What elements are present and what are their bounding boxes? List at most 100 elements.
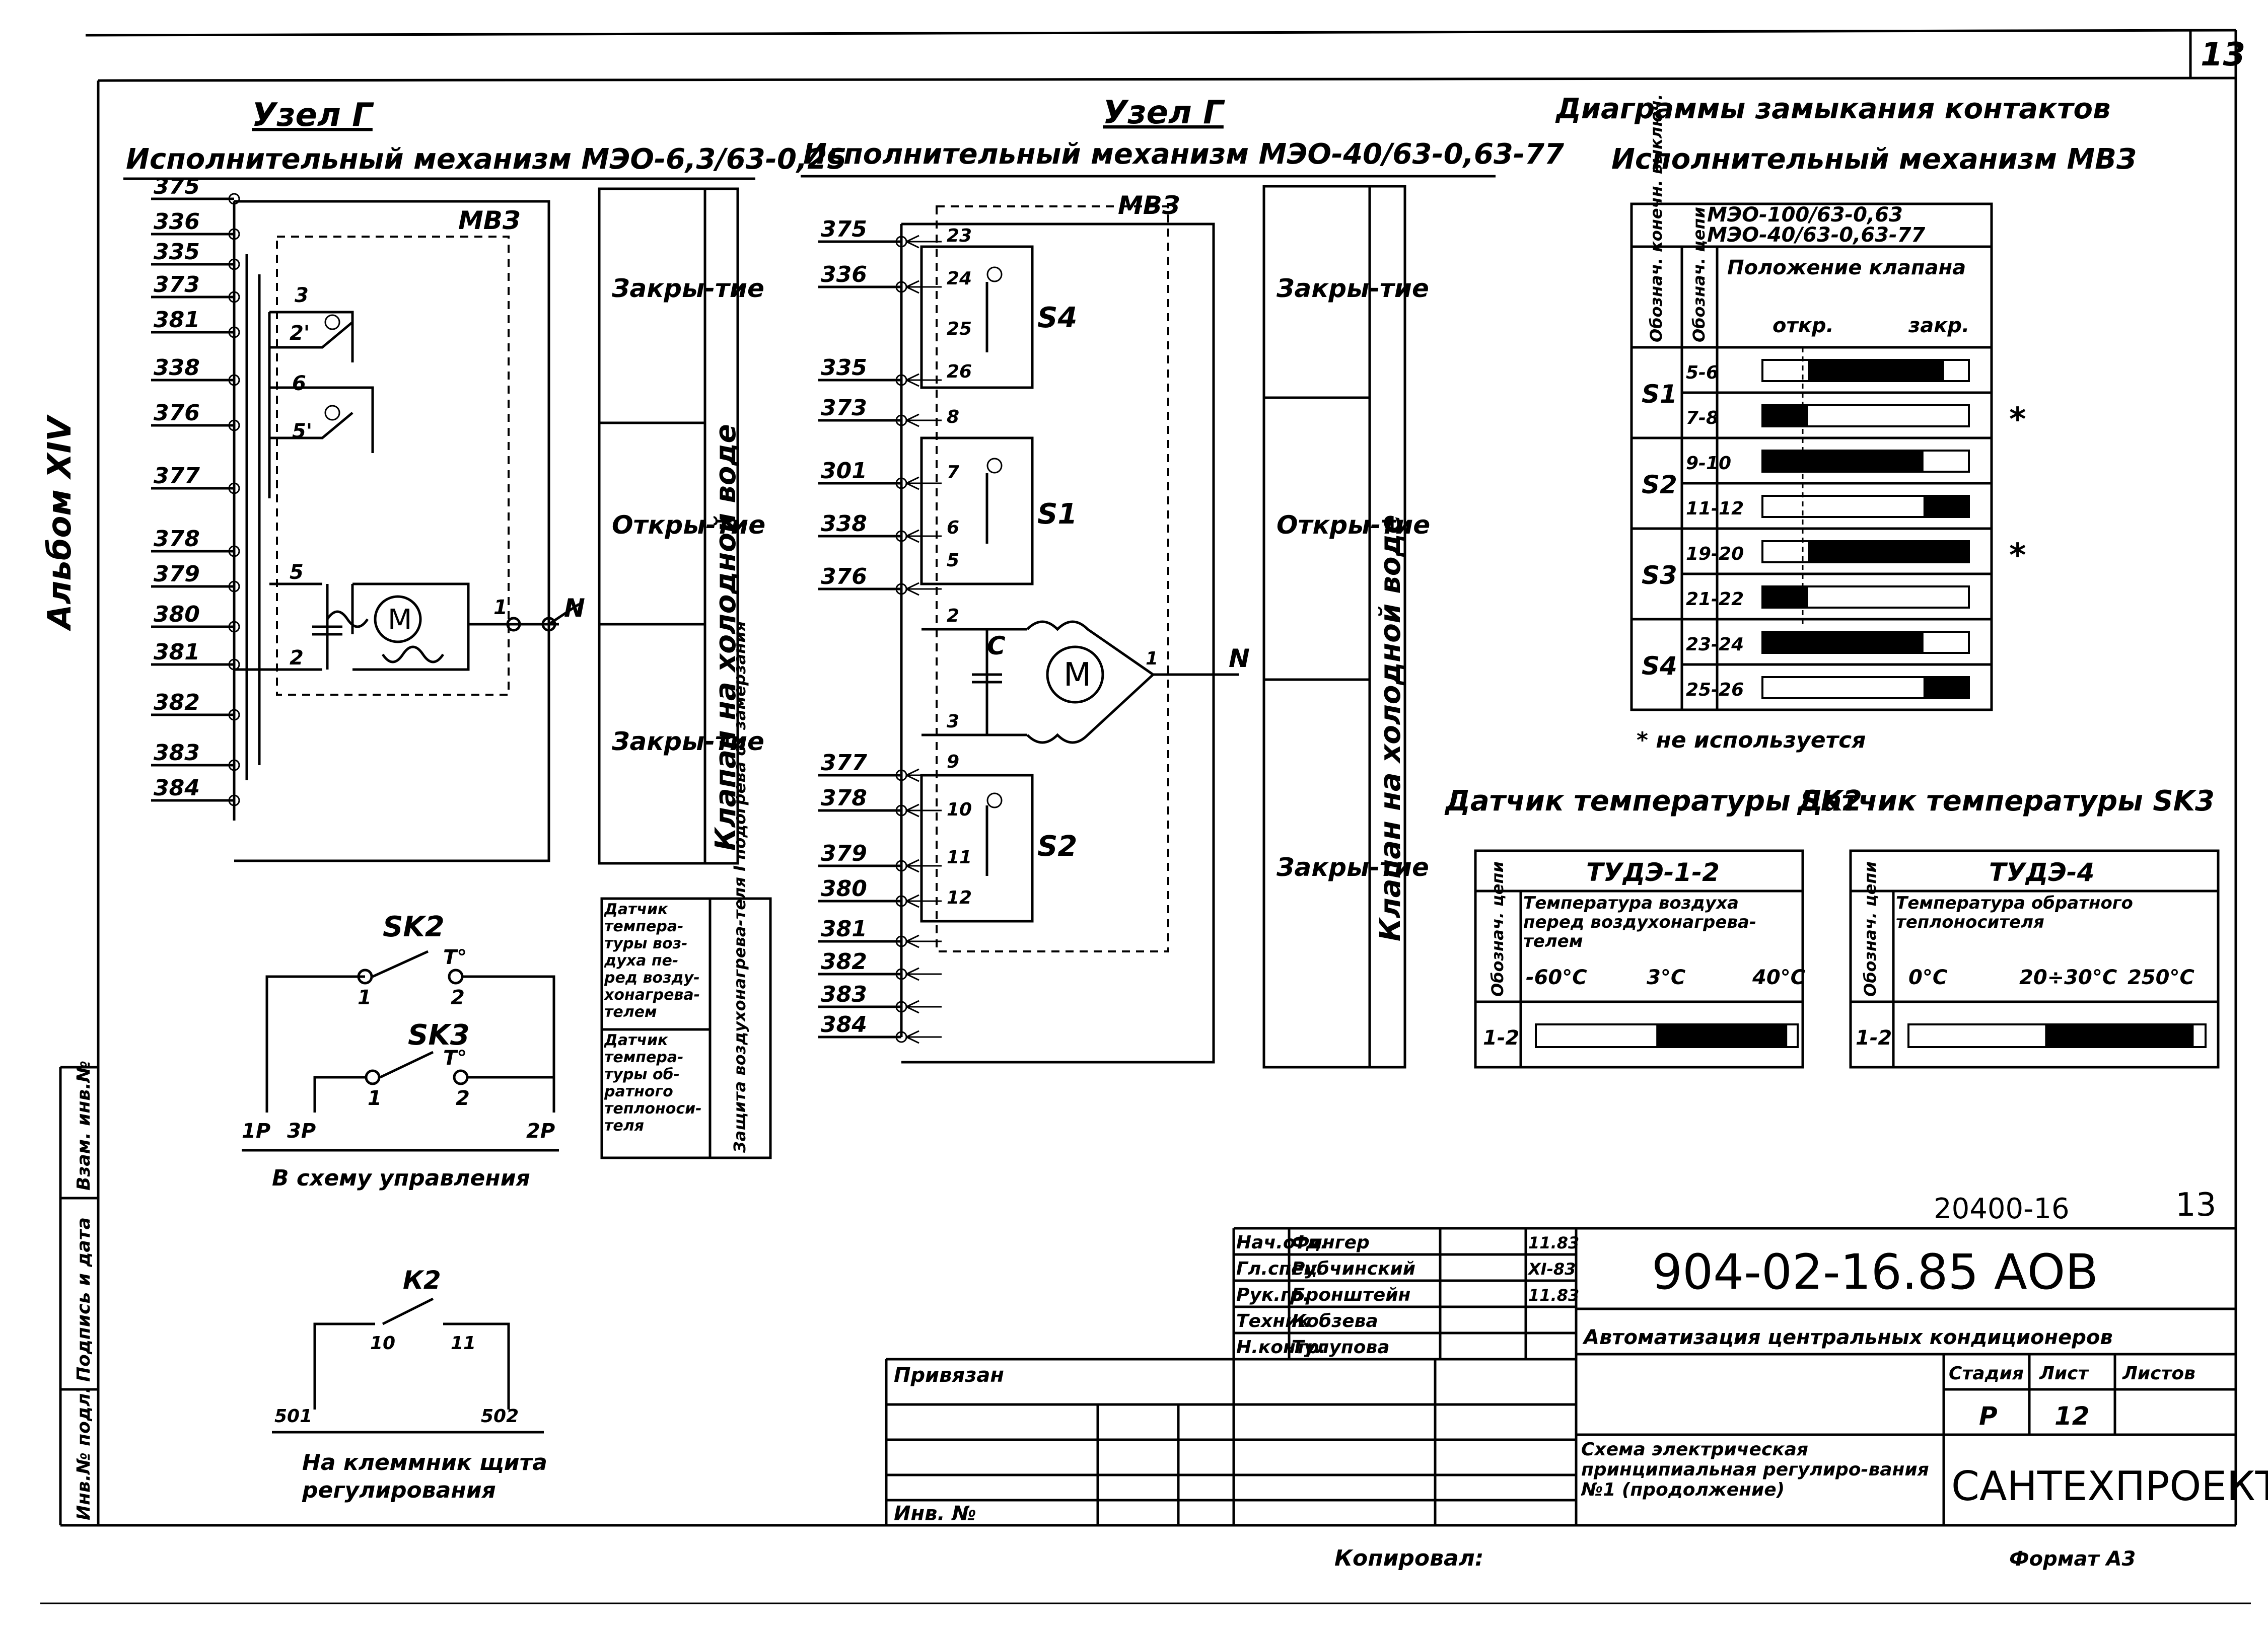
left-terminal: 378 [154,526,200,552]
left-c2: 2 [290,646,304,670]
middle-mvz: МВЗ [1118,191,1180,220]
stamp-sheet-ref: 13 [2175,1187,2216,1224]
sk3-t2: 20÷30°С [2019,966,2117,989]
sensor-sk2: Датчик температуры SK2 ТУДЭ-1-2 Обознач.… [1444,785,1862,1069]
stamp-sheet: 12 [2054,1401,2090,1431]
k2-label: К2 [403,1266,441,1295]
diagram-chain: 23-24 [1686,634,1744,655]
stamp-date: 11.83 [1528,1233,1579,1252]
sk-left: 1Р [242,1120,270,1143]
left-c1: 1 [493,596,508,619]
left-terminal: 373 [154,272,200,298]
sk3-t3: 250°С [2128,966,2194,989]
k2-right: 502 [481,1406,519,1427]
middle-block: Узел Г Исполнительный механизм МЭО-40/63… [801,94,1564,1064]
diagram-bar-on [1762,632,1924,653]
sk3-col: Обознач. цепи [1861,861,1880,997]
diagram-chain: 25-26 [1686,680,1744,700]
sensor-note-vertical: Защита воздухонагрева-теля I подогрева о… [730,621,749,1153]
stamp-name: Фингер [1292,1232,1370,1253]
switch-s1: S1 [1037,498,1077,531]
left-terminal: 383 [154,740,200,766]
diagram-closed: закр. [1908,314,1969,337]
middle-terminal: 381 [821,916,867,942]
left-terminal: 380 [154,602,200,627]
stamp-role: Гл.спец. [1236,1259,1324,1279]
stamp-date: 11.83 [1528,1286,1579,1305]
mid-neutral: N [1229,644,1250,673]
stamp-name: Тулупова [1292,1337,1390,1358]
middle-side-table: Закры-тие Откры-тие Закры-тие Клапан на … [1262,185,1430,1069]
mc-3: 3 [947,711,959,732]
sk2-t2: 3°С [1647,966,1685,989]
left-terminal: 384 [154,775,200,801]
diagram-bar-on [1923,677,1969,698]
stamp-org: САНТЕХПРОЕКТ [1951,1463,2268,1510]
stamp-stage: Р [1979,1401,1998,1431]
stamp-stage-label: Стадия [1949,1363,2024,1384]
mid-capacitor: C [987,631,1006,660]
left-terminal: 335 [154,239,200,265]
diagram-note: * [2009,537,2026,574]
stamp-role: Н.контр. [1236,1337,1326,1358]
mc-1: 1 [1146,648,1158,669]
sk3-label: SK3 [408,1019,470,1052]
left-c3: 3 [295,284,309,307]
middle-terminal: 377 [821,750,867,776]
sk3-desc: Температура обратного теплоносителя [1896,894,2133,932]
left-c2p: 2' [290,322,310,345]
stamp-name: Бронштейн [1292,1285,1410,1305]
mid-row-1: Закры-тие [1276,274,1429,303]
middle-terminal: 376 [821,564,867,589]
middle-terminal: 375 [821,216,867,242]
sk2-chain: 1-2 [1483,1026,1519,1050]
mc-6: 6 [947,517,959,538]
footer-copied: Копировал: [1334,1545,1484,1571]
diagram-pos-header: Положение клапана [1727,256,1966,279]
left-c5: 5 [290,561,304,584]
sk3-model: ТУДЭ-4 [1989,858,2094,887]
stamp-code: 904-02-16.85 АОВ [1652,1244,2098,1300]
sk2-n2: 2 [451,986,465,1009]
diagram-model1: МЭО-100/63-0,63 [1707,203,1903,227]
sheet-frame [40,29,2251,1604]
left-row-3: Закры-тие [611,727,764,756]
sensor-note-1: Датчик темпера-туры воз-духа пе-ред возд… [604,901,700,1021]
left-terminal: 336 [154,209,200,235]
k2-block: К2 10 11 501 502 На клеммник щита регули… [272,1266,547,1503]
left-side-vertical: Клапан на холодной воде [710,424,742,851]
middle-block-title: Узел Г [1103,94,1225,131]
sensor-sk3: Датчик температуры SK3 ТУДЭ-4 Обознач. ц… [1797,785,2220,1069]
left-terminal: 381 [154,307,200,333]
left-motor: M [388,604,412,636]
sk2-t1: -60°С [1526,966,1587,989]
strip-inv-podl: Инв.№ подл. [74,1386,94,1520]
sk-block: SK2 1 2 T° SK3 1 2 T° 1Р 3Р 2Р В схему у… [242,911,559,1191]
left-terminal: 377 [154,463,200,489]
sk2-t: T° [443,946,467,969]
sk2-label: SK2 [383,911,445,943]
left-row-2: Откры-тие [612,510,765,540]
middle-terminal: 336 [821,262,867,287]
middle-terminals: 3753363353733013383763773783793803813823… [818,216,942,1044]
middle-block-subtitle: Исполнительный механизм МЭО-40/63-0,63-7… [803,138,1564,171]
sk2-desc: Температура воздуха перед воздухонагрева… [1523,894,1756,951]
strip-vzam: Взам. инв.№ [74,1061,94,1191]
left-terminal: 376 [154,400,200,426]
diagram-bar-on [1808,360,1944,381]
sk-right: 2Р [526,1120,555,1143]
left-mvz: МВЗ [458,206,520,235]
diagram-chain: 19-20 [1686,544,1744,564]
mid-row-3: Закры-тие [1276,853,1429,882]
stamp-date: XI-83 [1527,1260,1576,1279]
strip-podpis: Подпись и дата [74,1217,94,1382]
middle-terminal: 383 [821,982,867,1007]
k2-caption-2: регулирования [302,1477,496,1503]
sk2-bar-on [1656,1024,1788,1047]
mc-24: 24 [947,268,972,289]
left-block: Узел Г Исполнительный механизм МЭО-6,3/6… [123,97,846,862]
diagram-footnote: * не используется [1637,727,1866,753]
stamp-inv: Инв. № [894,1502,976,1525]
